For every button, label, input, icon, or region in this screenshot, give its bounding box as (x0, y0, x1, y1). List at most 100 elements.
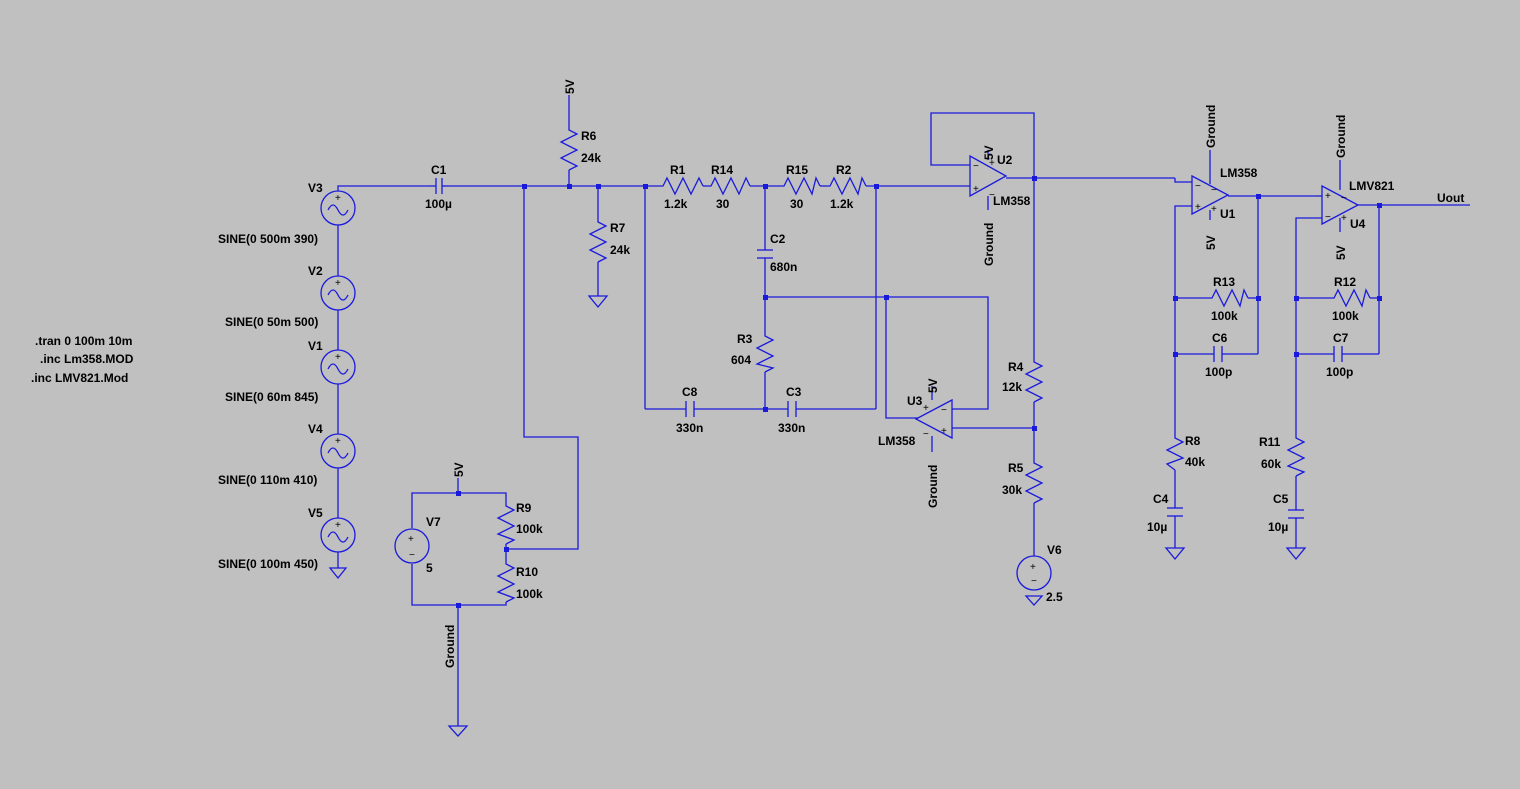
source-ref: V2 (308, 264, 323, 278)
opamp-u3[interactable]: − + + − U3 LM358 (878, 394, 953, 448)
source-ref: V6 (1047, 543, 1062, 557)
source-v5[interactable]: + V5 SINE(0 100m 450) (218, 506, 356, 571)
source-v2[interactable]: + V2 SINE(0 50m 500) (225, 264, 356, 329)
resistor-r14[interactable]: R14 30 (707, 163, 751, 211)
cap-ref: C7 (1333, 331, 1349, 345)
source-value: SINE(0 500m 390) (218, 232, 318, 246)
net-label-5v-v7: 5V (452, 462, 466, 477)
resistor-value: 30k (1002, 483, 1022, 497)
svg-text:+: + (335, 520, 341, 531)
svg-text:+: + (1341, 213, 1347, 224)
source-value: 5 (426, 561, 433, 575)
resistor-value: 12k (1002, 380, 1022, 394)
resistor-value: 100k (516, 522, 543, 536)
resistor-r8[interactable]: R8 40k (1165, 432, 1205, 471)
resistor-ref: R1 (670, 163, 686, 177)
capacitor-c1[interactable]: C1 100µ (425, 163, 452, 211)
source-ref: V7 (426, 515, 441, 529)
opamp-model: LM358 (993, 194, 1031, 208)
cap-ref: C4 (1153, 492, 1169, 506)
resistor-r15[interactable]: R15 30 (780, 163, 821, 211)
resistor-r3[interactable]: R3 604 (731, 330, 775, 373)
resistor-r1[interactable]: R1 1.2k (658, 163, 704, 211)
svg-text:−: − (1195, 181, 1201, 192)
capacitor-c4[interactable]: C4 10µ (1147, 492, 1183, 534)
resistor-r13[interactable]: R13 100k (1208, 275, 1249, 323)
cap-value: 100µ (425, 197, 452, 211)
svg-text:+: + (408, 534, 414, 545)
svg-text:+: + (335, 193, 341, 204)
svg-text:+: + (335, 436, 341, 447)
opamp-u4[interactable]: + − − + LMV821 U4 (1321, 179, 1395, 231)
source-value: 2.5 (1046, 590, 1063, 604)
net-label-ground-u1: Ground (1204, 105, 1218, 148)
resistor-value: 1.2k (664, 197, 688, 211)
resistor-r2[interactable]: R2 1.2k (826, 163, 867, 211)
svg-text:+: + (1195, 202, 1201, 213)
net-label-ground-u4: Ground (1334, 115, 1348, 158)
resistor-r10[interactable]: R10 100k (496, 558, 543, 603)
resistor-r6[interactable]: R6 24k (559, 124, 601, 171)
opamp-ref: U4 (1350, 217, 1366, 231)
capacitor-c8[interactable]: C8 330n (676, 385, 703, 435)
wires (337, 95, 1470, 726)
source-v1[interactable]: + V1 SINE(0 60m 845) (225, 339, 356, 404)
source-v6[interactable]: + − V6 2.5 (1016, 543, 1063, 606)
capacitor-c5[interactable]: C5 10µ (1268, 492, 1304, 534)
resistor-r11[interactable]: R11 60k (1259, 432, 1306, 477)
resistor-value: 60k (1261, 457, 1281, 471)
svg-text:+: + (1325, 191, 1331, 202)
cap-ref: C6 (1212, 331, 1228, 345)
svg-text:−: − (1325, 212, 1331, 223)
resistor-ref: R10 (516, 565, 538, 579)
opamp-u1[interactable]: − + − + LM358 U1 (1191, 166, 1258, 221)
resistor-r7[interactable]: R7 24k (588, 216, 630, 263)
resistor-r9[interactable]: R9 100k (496, 500, 543, 545)
cap-ref: C8 (682, 385, 698, 399)
directive-inc-lmv821[interactable]: .inc LMV821.Mod (31, 371, 128, 385)
source-v3[interactable]: + V3 SINE(0 500m 390) (218, 181, 356, 246)
resistor-value: 24k (610, 243, 630, 257)
resistor-value: 100k (516, 587, 543, 601)
resistor-value: 1.2k (830, 197, 854, 211)
spice-directives: .tran 0 100m 10m .inc Lm358.MOD .inc LMV… (31, 334, 134, 385)
cap-value: 10µ (1147, 520, 1167, 534)
resistor-ref: R5 (1008, 461, 1024, 475)
capacitor-c6[interactable]: C6 100p (1205, 331, 1232, 379)
resistor-r12[interactable]: R12 100k (1330, 275, 1371, 323)
source-v4[interactable]: + V4 SINE(0 110m 410) (218, 422, 356, 487)
ground-c5 (1285, 547, 1307, 561)
resistor-value: 604 (731, 353, 751, 367)
resistor-r4[interactable]: R4 12k (1002, 356, 1044, 403)
net-label-5v-u4: 5V (1334, 245, 1348, 260)
svg-text:+: + (941, 426, 947, 437)
source-ref: V5 (308, 506, 323, 520)
directive-tran[interactable]: .tran 0 100m 10m (35, 334, 132, 348)
cap-value: 680n (770, 260, 797, 274)
directive-inc-lm358[interactable]: .inc Lm358.MOD (40, 352, 134, 366)
source-value: SINE(0 50m 500) (225, 315, 318, 329)
cap-value: 100p (1205, 365, 1232, 379)
source-v7[interactable]: + − V7 5 (394, 515, 441, 575)
capacitor-c7[interactable]: C7 100p (1326, 331, 1353, 379)
svg-text:−: − (1211, 185, 1217, 196)
svg-text:+: + (989, 158, 995, 169)
cap-ref: C5 (1273, 492, 1289, 506)
svg-text:−: − (409, 550, 415, 561)
capacitor-c3[interactable]: C3 330n (778, 385, 805, 435)
opamp-model: LM358 (878, 434, 916, 448)
cap-value: 330n (778, 421, 805, 435)
capacitor-c2[interactable]: C2 680n (757, 232, 797, 274)
cap-value: 100p (1326, 365, 1353, 379)
opamp-ref: U2 (997, 153, 1013, 167)
resistor-r5[interactable]: R5 30k (1002, 457, 1044, 504)
svg-text:+: + (335, 352, 341, 363)
resistor-value: 100k (1332, 309, 1359, 323)
svg-text:−: − (989, 190, 995, 201)
resistor-ref: R6 (581, 129, 597, 143)
resistor-ref: R14 (711, 163, 733, 177)
ground-v5 (328, 567, 348, 580)
opamp-u2[interactable]: − + + − U2 LM358 (969, 153, 1031, 208)
net-label-ground-u3: Ground (926, 465, 940, 508)
